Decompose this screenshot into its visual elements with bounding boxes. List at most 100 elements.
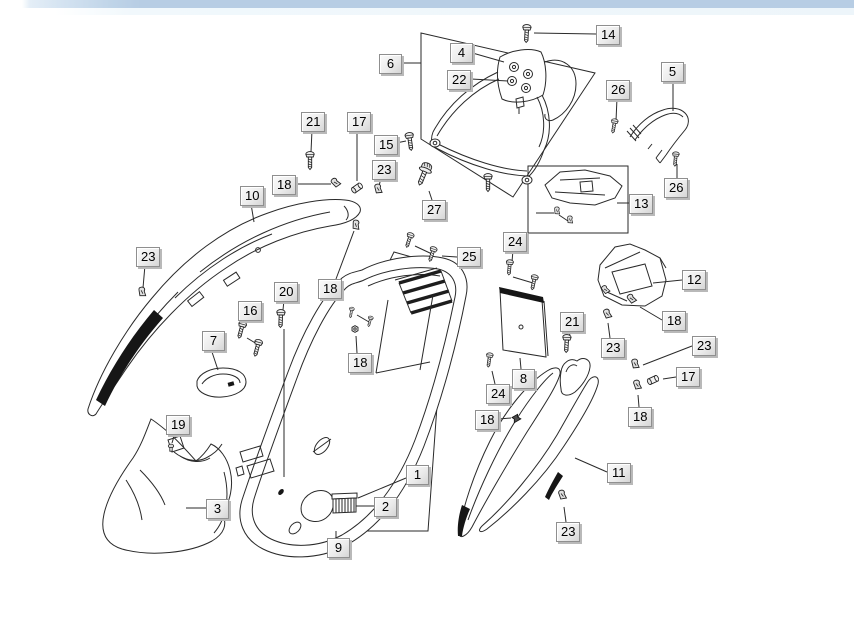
clip-glyph [552, 205, 563, 216]
clip-glyph [373, 183, 384, 195]
part-8-panel-drawing [499, 287, 549, 358]
part-link-line [512, 276, 534, 284]
part-label-19[interactable]: 19 [166, 415, 191, 435]
part-11-spoiler-drawing [457, 358, 599, 538]
part-label-7[interactable]: 7 [202, 331, 225, 351]
leader-line [468, 51, 505, 63]
leader-line [615, 97, 618, 122]
part-link-line [558, 214, 569, 222]
leader-line [441, 255, 458, 258]
part-label-18[interactable]: 18 [318, 279, 343, 299]
part-label-4[interactable]: 4 [450, 43, 473, 63]
part-label-23[interactable]: 23 [692, 336, 717, 356]
part-label-12[interactable]: 12 [682, 270, 707, 290]
part-label-24[interactable]: 24 [503, 232, 528, 252]
part-label-23[interactable]: 23 [136, 247, 161, 267]
leader-line [142, 264, 146, 289]
part-label-17[interactable]: 17 [347, 112, 372, 132]
part-label-11[interactable]: 11 [607, 463, 631, 483]
part-label-26[interactable]: 26 [606, 80, 631, 100]
part-label-14[interactable]: 14 [596, 25, 621, 45]
clip-glyph [632, 379, 643, 390]
part-label-27[interactable]: 27 [422, 200, 447, 220]
clip-glyph [136, 285, 149, 298]
screw-glyph [521, 23, 532, 44]
part-label-18[interactable]: 18 [272, 175, 297, 195]
leader-line [637, 394, 640, 408]
leader-line [639, 306, 663, 321]
screw-glyph [275, 309, 286, 329]
part-label-20[interactable]: 20 [274, 282, 299, 302]
part-label-25[interactable]: 25 [457, 247, 482, 267]
part-label-16[interactable]: 16 [238, 301, 263, 321]
part-5-grab-rail-drawing [626, 107, 689, 164]
part-link-line [414, 245, 433, 255]
leader-line [355, 335, 358, 354]
part-label-23[interactable]: 23 [601, 338, 626, 358]
part-label-18[interactable]: 18 [662, 311, 687, 331]
nut-glyph [351, 325, 359, 333]
leader-line [498, 417, 512, 420]
part-label-2[interactable]: 2 [374, 497, 397, 517]
part-9-bucket-drawing [235, 255, 468, 558]
part-label-21[interactable]: 21 [301, 112, 326, 132]
part-13-bracket-drawing [544, 169, 623, 206]
part-label-6[interactable]: 6 [379, 54, 402, 74]
screw-glyph [504, 259, 515, 276]
part-label-21[interactable]: 21 [560, 312, 585, 332]
clip-glyph [565, 214, 576, 225]
part-label-18[interactable]: 18 [348, 353, 373, 373]
leader-line [357, 477, 407, 499]
clip-glyph [557, 489, 568, 500]
leader-line [533, 32, 597, 35]
part-label-23[interactable]: 23 [372, 160, 397, 180]
spacer-glyph [350, 181, 364, 195]
part-label-9[interactable]: 9 [327, 538, 350, 558]
clip-glyph [329, 176, 342, 189]
leader-line [662, 376, 677, 380]
part-label-18[interactable]: 18 [475, 410, 500, 430]
part-label-24[interactable]: 24 [486, 384, 511, 404]
window-top-strip [0, 0, 854, 8]
part-13-box-outline [527, 165, 629, 234]
part-label-1[interactable]: 1 [406, 465, 429, 485]
window-top-strip-fade [0, 8, 854, 15]
leader-line [491, 370, 496, 385]
part-label-5[interactable]: 5 [661, 62, 684, 82]
part-label-23[interactable]: 23 [556, 522, 581, 542]
leader-line [250, 203, 255, 223]
screw-glyph [561, 333, 572, 354]
part-label-8[interactable]: 8 [512, 369, 535, 389]
screw-glyph [404, 131, 416, 152]
leader-line [574, 457, 608, 473]
clip-glyph [603, 308, 613, 319]
leader-line [563, 506, 567, 523]
leader-line [210, 348, 219, 371]
bolt-glyph [412, 160, 435, 188]
screw-glyph [305, 151, 315, 170]
part-label-10[interactable]: 10 [240, 186, 265, 206]
screw-glyph [234, 320, 248, 340]
part-label-17[interactable]: 17 [676, 367, 701, 387]
part-label-26[interactable]: 26 [664, 178, 689, 198]
leader-line [519, 357, 522, 370]
part-7-lid-drawing [196, 367, 247, 398]
part-label-3[interactable]: 3 [206, 499, 229, 519]
screw-glyph [402, 231, 416, 249]
leader-line [310, 129, 313, 153]
screw-glyph [671, 151, 680, 167]
screw-glyph [609, 117, 619, 134]
leader-line [470, 78, 509, 82]
part-label-18[interactable]: 18 [628, 407, 653, 427]
clip-glyph [630, 358, 641, 370]
spacer-glyph [646, 374, 660, 386]
part-3-cover-drawing [102, 418, 233, 554]
part-label-13[interactable]: 13 [629, 194, 654, 214]
part-label-15[interactable]: 15 [374, 135, 399, 155]
screw-glyph [484, 352, 494, 368]
part-10-spoiler-drawing [87, 199, 361, 417]
part-4-22-rack-drawing [429, 49, 577, 185]
part-label-22[interactable]: 22 [447, 70, 472, 90]
